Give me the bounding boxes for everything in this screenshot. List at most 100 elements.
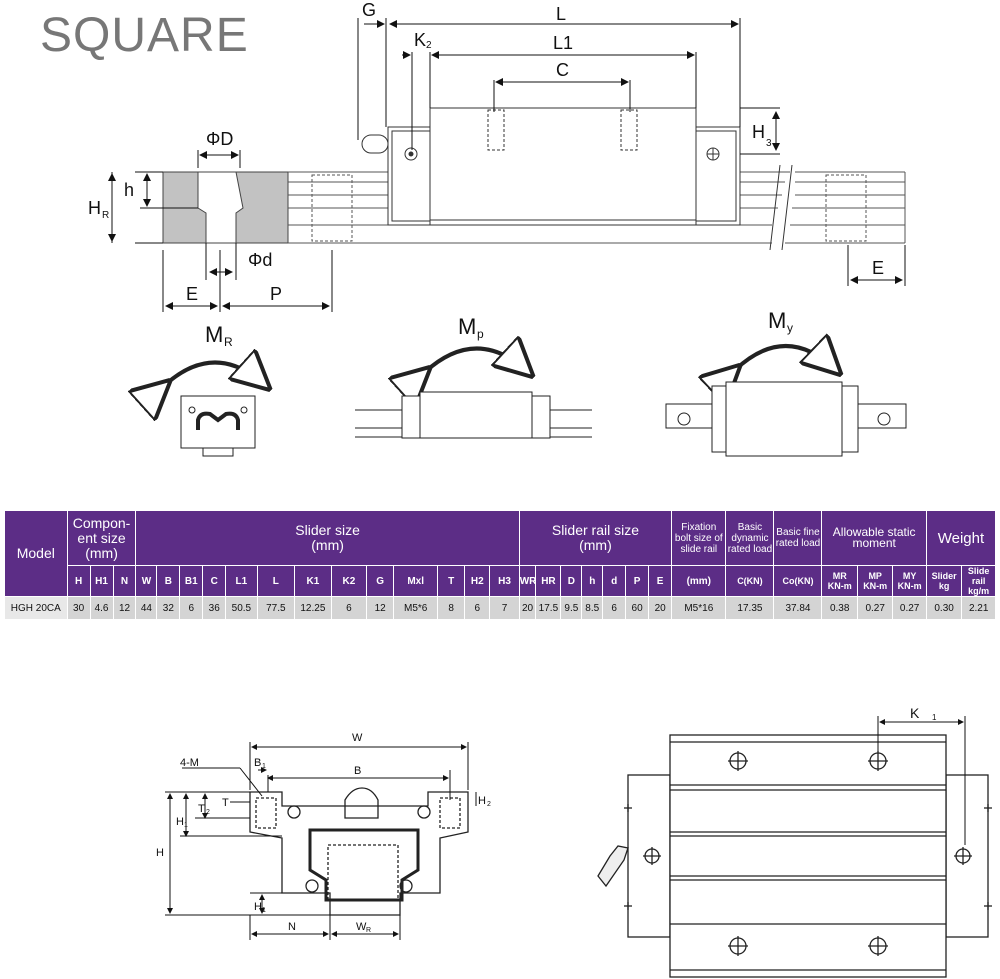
header-rail-size: Slider rail size (mm) bbox=[518, 510, 673, 566]
subheader-cell: (mm) bbox=[671, 565, 727, 597]
moment-MP-label: M bbox=[458, 314, 476, 339]
subheader-cell: MP KN-m bbox=[856, 565, 894, 597]
top-view-labels: K 1 bbox=[910, 705, 937, 722]
moment-MP-sub: p bbox=[477, 327, 484, 341]
brand-title: SQUARE bbox=[40, 9, 249, 62]
header-weight: Weight bbox=[925, 510, 997, 566]
header-component: Compon- ent size (mm) bbox=[66, 510, 137, 566]
label-h: h bbox=[124, 180, 134, 200]
subheader-cell: L1 bbox=[225, 565, 258, 597]
value-cell: 0.27 bbox=[892, 596, 927, 620]
value-cell: 44 bbox=[135, 596, 158, 620]
subheader-cell: C(KN) bbox=[725, 565, 775, 597]
value-cell: 12.25 bbox=[294, 596, 332, 620]
label-P: P bbox=[270, 284, 282, 304]
label-HR: H bbox=[88, 198, 101, 218]
label-T2: T bbox=[198, 803, 205, 815]
label-H1: H bbox=[176, 816, 184, 828]
subheader-cell: T bbox=[437, 565, 466, 597]
moment-MR-sub: R bbox=[224, 335, 233, 349]
label-T: T bbox=[222, 797, 229, 809]
subheader-cell: P bbox=[625, 565, 650, 597]
label-H3-sub: 3 bbox=[766, 138, 772, 149]
value-cell: 20 bbox=[648, 596, 673, 620]
moment-MY: M y bbox=[665, 308, 907, 457]
label-phiD: ΦD bbox=[206, 129, 233, 149]
value-cell: 0.30 bbox=[925, 596, 963, 620]
header-static-moment: Allowable static moment bbox=[821, 510, 927, 566]
value-cell: 12 bbox=[366, 596, 395, 620]
subheader-cell: H bbox=[66, 565, 91, 597]
top-view-dimensions bbox=[877, 716, 966, 845]
header-slider-size: Slider size (mm) bbox=[135, 510, 520, 566]
label-L: L bbox=[556, 4, 566, 24]
moment-MR: M R bbox=[165, 322, 265, 457]
front-section bbox=[249, 787, 469, 916]
label-L1: L1 bbox=[553, 33, 573, 53]
value-cell: 32 bbox=[156, 596, 181, 620]
value-cell: 7 bbox=[489, 596, 520, 620]
value-cell: M5*16 bbox=[671, 596, 727, 620]
header-model: Model bbox=[4, 510, 68, 597]
label-H: H bbox=[156, 847, 164, 859]
label-H-1: H bbox=[254, 901, 262, 913]
top-view bbox=[597, 734, 992, 978]
moment-MR-label: M bbox=[205, 322, 223, 347]
subheader-cell: C bbox=[202, 565, 227, 597]
label-B1: B bbox=[254, 757, 261, 769]
subheader-cell: Slider kg bbox=[925, 565, 963, 597]
label-H1-sub: 1 bbox=[184, 822, 188, 829]
slider-block bbox=[361, 107, 741, 226]
value-cell: M5*6 bbox=[393, 596, 439, 620]
moment-diagrams: M R M p M y bbox=[0, 308, 907, 457]
value-cell: 50.5 bbox=[225, 596, 258, 620]
subheader-cell: H1 bbox=[89, 565, 114, 597]
label-K2-sub: 2 bbox=[426, 40, 432, 51]
label-E-right: E bbox=[872, 258, 884, 278]
subheader-cell: MR KN-m bbox=[821, 565, 858, 597]
spec-table: Model Compon- ent size (mm) Slider size … bbox=[4, 510, 997, 620]
value-cell: 6 bbox=[179, 596, 204, 620]
label-K2: K bbox=[414, 30, 426, 50]
label-H3: H bbox=[752, 122, 765, 142]
label-HR-sub: R bbox=[102, 210, 109, 221]
label-WR-sub: R bbox=[366, 927, 371, 934]
value-cell: 0.27 bbox=[856, 596, 894, 620]
header-fixation-bolt: Fixation bolt size of slide rail bbox=[671, 510, 727, 566]
label-N: N bbox=[288, 921, 296, 933]
label-H2-sub: 2 bbox=[487, 801, 491, 808]
label-K1-sub: 1 bbox=[932, 713, 937, 722]
value-cell: 12 bbox=[112, 596, 137, 620]
subheader-cell: Slide rail kg/m bbox=[961, 565, 996, 597]
label-W: W bbox=[352, 732, 363, 744]
label-C: C bbox=[556, 60, 569, 80]
value-cell: 9.5 bbox=[560, 596, 583, 620]
label-WR: W bbox=[356, 921, 367, 933]
value-cell: 17.35 bbox=[725, 596, 775, 620]
label-T2-sub: 2 bbox=[206, 809, 210, 816]
value-cell: 4.6 bbox=[89, 596, 114, 620]
value-cell: 8 bbox=[437, 596, 466, 620]
label-phid: Φd bbox=[248, 250, 272, 270]
value-cell: 30 bbox=[66, 596, 91, 620]
label-B1-sub: 1 bbox=[262, 763, 266, 770]
label-B: B bbox=[354, 765, 361, 777]
subheader-cell: MY KN-m bbox=[892, 565, 927, 597]
subheader-cell: HR bbox=[535, 565, 562, 597]
value-cell: 20 bbox=[518, 596, 537, 620]
model-cell: HGH 20CA bbox=[4, 596, 68, 620]
subheader-cell: G bbox=[366, 565, 395, 597]
value-cell: 37.84 bbox=[773, 596, 823, 620]
label-4M: 4-M bbox=[180, 757, 199, 769]
value-cell: 6 bbox=[464, 596, 491, 620]
subheader-cell: L bbox=[256, 565, 296, 597]
value-cell: 6 bbox=[330, 596, 368, 620]
subheader-cell: K2 bbox=[330, 565, 368, 597]
label-K1: K bbox=[910, 705, 920, 721]
label-G: G bbox=[362, 0, 376, 20]
subheader-cell: E bbox=[648, 565, 673, 597]
front-dimensions bbox=[165, 742, 477, 940]
label-E-left: E bbox=[186, 284, 198, 304]
